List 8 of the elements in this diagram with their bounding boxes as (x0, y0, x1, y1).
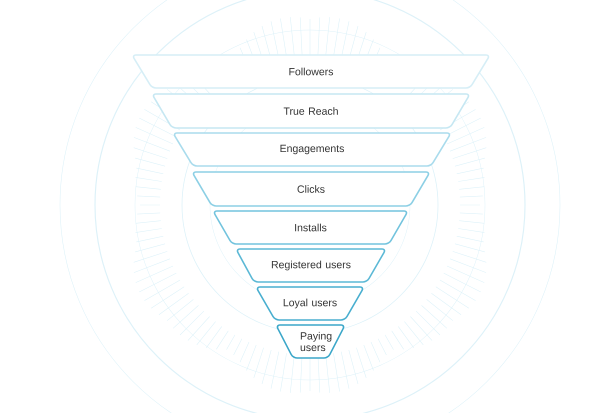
funnel-stage: Registered users (236, 248, 386, 283)
funnel-stage: True Reach (152, 93, 470, 129)
funnel-stage: Followers (132, 54, 490, 89)
funnel-stage: Installs (214, 210, 408, 245)
funnel-stage: Loyal users (256, 286, 364, 321)
funnel-stage: Paying users (276, 324, 344, 359)
funnel-stage: Engagements (174, 132, 450, 167)
funnel-stage: Clicks (192, 171, 430, 207)
